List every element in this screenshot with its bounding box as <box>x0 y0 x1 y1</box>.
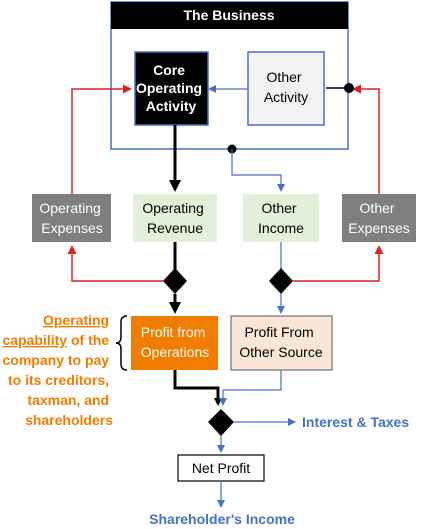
annotation-bracket <box>115 315 128 371</box>
annotation-line-3: company to pay <box>3 352 110 368</box>
annotation-line-2: capability of the <box>3 332 110 348</box>
operating-expenses-label: Operating Expenses <box>39 200 104 236</box>
op-rev-line-2: Revenue <box>147 220 203 236</box>
other-income-label: Other Income <box>258 200 304 236</box>
other-income-line-1: Other <box>262 200 297 216</box>
profit-ops-line-1: Profit from <box>141 324 206 340</box>
net-profit-label: Net Profit <box>192 460 250 476</box>
core-operating-activity-label: Core Operating Activity <box>136 62 206 114</box>
other-activity-box <box>247 51 325 126</box>
core-operating-activity-box <box>134 51 209 126</box>
core-line-2: Operating <box>136 80 202 96</box>
operating-decision-diamond <box>163 268 187 294</box>
op-rev-line-1: Operating <box>142 200 203 216</box>
operating-revenue-label: Operating Revenue <box>142 200 207 236</box>
final-decision-diamond <box>208 409 234 436</box>
profit-other-line-1: Profit From <box>244 324 313 340</box>
operating-expenses-to-core-arrow <box>71 84 132 194</box>
annotation-line-6: shareholders <box>25 412 113 428</box>
other-exp-line-2: Expenses <box>348 220 409 236</box>
core-line-1: Core <box>153 62 185 78</box>
profit-other-to-final-diamond-arrow <box>219 370 282 406</box>
business-title: The Business <box>183 7 274 23</box>
other-expenses-label: Other Expenses <box>348 200 409 236</box>
annotation-line-1: Operating <box>43 312 109 328</box>
business-to-other-income-arrow <box>231 149 285 192</box>
interest-taxes-label: Interest & Taxes <box>302 414 409 430</box>
other-expenses-to-other-activity-arrow <box>352 84 380 194</box>
profit-ops-to-final-diamond-arrow <box>173 370 222 406</box>
net-profit-box <box>177 454 265 482</box>
operating-capability-annotation: Operating capability of the company to p… <box>3 312 114 428</box>
other-expenses-box <box>342 194 416 242</box>
other-decision-diamond <box>269 268 293 294</box>
core-line-3: Activity <box>146 98 197 114</box>
operating-expenses-box <box>32 194 111 242</box>
other-income-box <box>243 194 319 242</box>
profit-from-operations-label: Profit from Operations <box>141 324 209 360</box>
profit-from-other-source-label: Profit From Other Source <box>239 324 322 360</box>
op-exp-line-2: Expenses <box>41 220 102 236</box>
annotation-line-2-rest: of the <box>67 332 109 348</box>
diamond-to-operating-expenses-arrow <box>67 245 163 282</box>
business-title-bar <box>111 2 348 29</box>
profit-from-other-source-box <box>230 315 333 371</box>
op-exp-line-1: Operating <box>39 200 100 216</box>
shareholders-income-label: Shareholder's Income <box>149 511 295 527</box>
annotation-line-2-underlined: capability <box>3 332 68 348</box>
profit-other-line-2: Other Source <box>239 344 322 360</box>
diamond-to-other-expenses-arrow <box>293 245 384 282</box>
other-activity-line-1: Other <box>267 69 302 85</box>
annotation-line-5: taxman, and <box>27 392 109 408</box>
other-income-line-2: Income <box>258 220 304 236</box>
other-activity-label: Other Activity <box>264 69 308 105</box>
operating-revenue-box <box>133 194 217 242</box>
other-activity-line-2: Activity <box>264 89 308 105</box>
annotation-line-4: to its creditors, <box>8 372 109 388</box>
profit-ops-line-2: Operations <box>141 344 209 360</box>
profit-from-operations-box <box>131 316 218 370</box>
other-exp-line-1: Other <box>360 200 395 216</box>
